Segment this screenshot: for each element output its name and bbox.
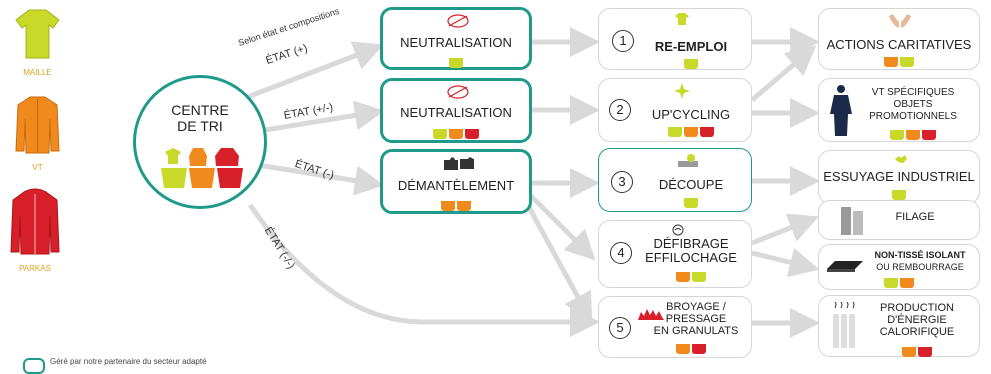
step-label: DÉFIBRAGE EFFILOCHAGE bbox=[645, 236, 737, 265]
centre-de-tri: CENTRE DE TRI bbox=[133, 75, 267, 209]
neutralisation-box-1: NEUTRALISATION bbox=[380, 7, 532, 70]
output-vt-specifiques: VT SPÉCIFIQUES OBJETS PROMOTIONNELS bbox=[818, 78, 980, 142]
no-logo-icon bbox=[447, 85, 469, 99]
arrow-s2-to-o1 bbox=[750, 45, 817, 102]
arrow-center-to-neutral1 bbox=[239, 41, 385, 103]
step-5-broyage: 5 BROYAGE / PRESSAGE EN GRANULATS bbox=[598, 296, 752, 358]
jacket-icon bbox=[15, 96, 60, 154]
garment-label: PARKAS bbox=[19, 264, 51, 273]
output-essuyage: ESSUYAGE INDUSTRIEL bbox=[818, 150, 980, 204]
output-label: PRODUCTION D'ÉNERGIE CALORIFIQUE bbox=[879, 302, 955, 338]
arrow-center-to-step5 bbox=[247, 203, 600, 337]
arrow-s4-to-o5 bbox=[751, 247, 820, 277]
garment-parkas: PARKAS bbox=[10, 188, 60, 273]
box-label: DÉMANTÈLEMENT bbox=[397, 178, 515, 193]
bin-row bbox=[853, 344, 981, 357]
output-label: FILAGE bbox=[895, 211, 935, 223]
step-label: RE-EMPLOI bbox=[654, 39, 728, 54]
step-label: UP'CYCLING bbox=[651, 107, 731, 122]
output-label: ESSUYAGE INDUSTRIEL bbox=[823, 169, 975, 184]
output-label: ACTIONS CARITATIVES bbox=[826, 37, 972, 52]
bin-row bbox=[383, 55, 529, 68]
step-3-decoupe: 3 DÉCOUPE bbox=[598, 148, 752, 212]
step-number: 5 bbox=[609, 317, 631, 339]
bin-row bbox=[629, 124, 753, 137]
bin-row bbox=[845, 127, 981, 140]
legend-text: Géré par notre partenaire du secteur ada… bbox=[50, 357, 207, 366]
bin-row bbox=[819, 187, 979, 200]
uniform-icon bbox=[830, 85, 852, 136]
step-number: 4 bbox=[610, 242, 632, 264]
box-label: NEUTRALISATION bbox=[400, 105, 512, 120]
centre-title: CENTRE DE TRI bbox=[171, 102, 229, 134]
step-4-defibrage: 4 DÉFIBRAGE EFFILOCHAGE bbox=[598, 220, 752, 288]
splat-icon bbox=[895, 155, 907, 163]
bin-row bbox=[819, 275, 979, 288]
step-number: 2 bbox=[609, 99, 631, 121]
granulate-icon bbox=[638, 309, 664, 320]
garment-vt: VT bbox=[15, 95, 60, 175]
arrow-s4-to-o4 bbox=[751, 213, 819, 246]
garment-label: MAILLE bbox=[23, 68, 52, 77]
step-number: 1 bbox=[612, 30, 634, 52]
arrow-center-to-neutral2 bbox=[264, 100, 385, 133]
garment-label: VT bbox=[32, 163, 43, 172]
demantelement-box: DÉMANTÈLEMENT bbox=[380, 149, 532, 214]
fiber-icon bbox=[672, 224, 684, 236]
box-label: NEUTRALISATION bbox=[400, 35, 512, 50]
bin-row bbox=[629, 269, 753, 282]
arrow-center-to-demant bbox=[257, 162, 385, 196]
output-filage: FILAGE bbox=[818, 200, 980, 240]
bin-row bbox=[629, 56, 753, 69]
bin-row bbox=[383, 198, 529, 211]
bin-row bbox=[819, 54, 979, 67]
arrow-d-to-step4 bbox=[528, 193, 596, 261]
bin-row bbox=[383, 126, 529, 139]
spool-icon bbox=[841, 207, 863, 235]
no-logo-icon bbox=[447, 14, 469, 28]
recycle-spark-icon bbox=[674, 83, 690, 99]
sorted-garments-icon bbox=[161, 148, 243, 188]
output-label: VT SPÉCIFIQUES OBJETS PROMOTIONNELS bbox=[869, 87, 957, 122]
step-number: 3 bbox=[611, 171, 633, 193]
step-2-upcycling: 2 UP'CYCLING bbox=[598, 78, 752, 142]
puzzle-icon bbox=[444, 157, 474, 170]
arrow-d-to-step5 bbox=[522, 198, 593, 324]
step-label: BROYAGE / PRESSAGE EN GRANULATS bbox=[653, 301, 739, 337]
step-label: DÉCOUPE bbox=[658, 177, 724, 192]
parka-icon bbox=[10, 188, 60, 255]
bin-row bbox=[629, 195, 753, 208]
neutralisation-box-2: NEUTRALISATION bbox=[380, 78, 532, 143]
output-actions-caritatives: ACTIONS CARITATIVES bbox=[818, 8, 980, 70]
output-energie: PRODUCTION D'ÉNERGIE CALORIFIQUE bbox=[818, 295, 980, 357]
cutter-icon bbox=[678, 154, 698, 167]
garment-maille: MAILLE bbox=[15, 8, 60, 83]
output-non-tisse: NON-TISSÉ ISOLANT OU REMBOURRAGE bbox=[818, 244, 980, 290]
heater-icon bbox=[833, 302, 855, 348]
tshirt-icon bbox=[15, 9, 60, 59]
step-1-reemploi: 1 RE-EMPLOI bbox=[598, 8, 752, 70]
output-label: NON-TISSÉ ISOLANT OU REMBOURRAGE bbox=[874, 250, 966, 272]
bin-row bbox=[629, 341, 753, 354]
insulation-icon bbox=[827, 261, 863, 272]
tshirt-icon bbox=[675, 13, 689, 25]
legend-swatch bbox=[23, 358, 45, 374]
hands-icon bbox=[889, 14, 911, 28]
